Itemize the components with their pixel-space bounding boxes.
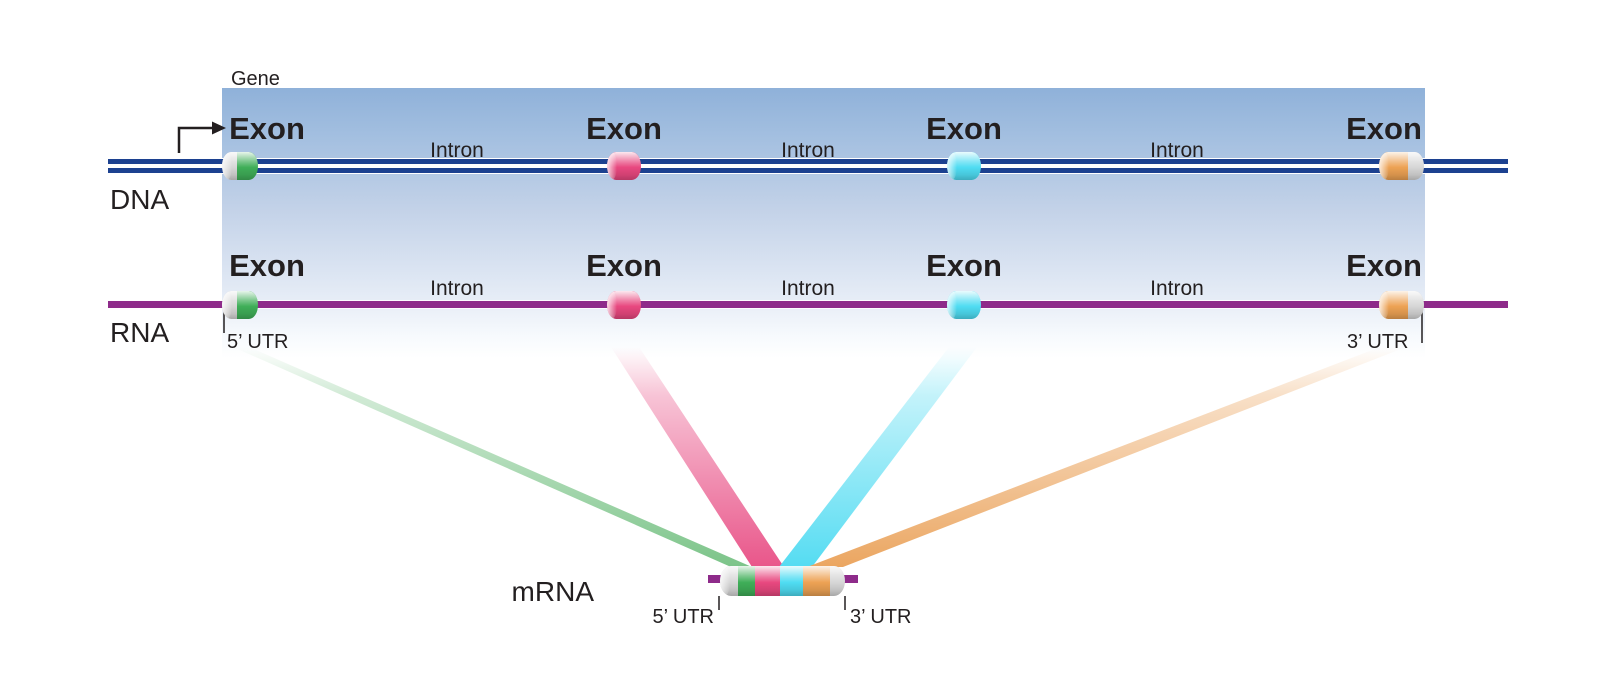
mrna-strand-stub-right [844, 575, 858, 583]
exon-segment [803, 566, 830, 596]
gene-label: Gene [231, 68, 280, 90]
splice-beam-cyan [779, 347, 977, 567]
rna-exon-label-2: Exon [586, 248, 662, 283]
mrna-utr3-label: 3’ UTR [850, 606, 912, 628]
rna-exon-marker-2 [607, 291, 641, 319]
dna-track-label: DNA [110, 184, 170, 215]
mrna-strand-stub-left [708, 575, 721, 583]
dna-exon-marker-3 [947, 152, 981, 180]
dna-exon-marker-4 [1379, 152, 1424, 180]
dna-strand-line [108, 158, 1508, 174]
gene-region-box [222, 88, 1425, 358]
rna-intron-label-3: Intron [1150, 277, 1204, 300]
rna-track-label: RNA [110, 317, 170, 348]
rna-exon-marker-3 [947, 291, 981, 319]
dna-intron-label-3: Intron [1150, 139, 1204, 162]
rna-exon-label-1: Exon [229, 248, 305, 283]
mrna-utr5-label: 5’ UTR [652, 606, 714, 628]
rna-exon-marker-4 [1379, 291, 1424, 319]
splice-beam-orange [807, 347, 1406, 567]
rna-utr3-label: 3’ UTR [1347, 331, 1409, 353]
mrna-capsule [720, 566, 845, 596]
splice-beam-pink [611, 347, 784, 567]
utr-segment [222, 291, 237, 319]
dna-exon-marker-2 [607, 152, 641, 180]
dna-exon-label-1: Exon [229, 111, 305, 146]
dna-exon-label-2: Exon [586, 111, 662, 146]
dna-exon-label-3: Exon [926, 111, 1002, 146]
exon-segment [738, 566, 755, 596]
dna-exon-marker-1 [222, 152, 258, 180]
splice-beam-green [233, 347, 752, 567]
exon-segment [1379, 291, 1408, 319]
utr-segment [830, 566, 845, 596]
utr-segment [720, 566, 738, 596]
dna-intron-label-2: Intron [781, 139, 835, 162]
rna-intron-label-2: Intron [781, 277, 835, 300]
rna-exon-label-3: Exon [926, 248, 1002, 283]
rna-exon-label-4: Exon [1346, 248, 1422, 283]
transcription-start-arrow-icon [177, 126, 214, 153]
rna-exon-marker-1 [222, 291, 258, 319]
dna-exon-label-4: Exon [1346, 111, 1422, 146]
rna-intron-label-1: Intron [430, 277, 484, 300]
exon-segment [780, 566, 803, 596]
rna-utr5-label: 5’ UTR [227, 331, 289, 353]
exon-segment [1379, 152, 1408, 180]
rna-strand-line [108, 301, 1508, 308]
exon-segment [237, 291, 258, 319]
exon-segment [755, 566, 780, 596]
mrna-label: mRNA [511, 576, 594, 607]
exon-segment [237, 152, 258, 180]
dna-intron-label-1: Intron [430, 139, 484, 162]
utr-segment [222, 152, 237, 180]
